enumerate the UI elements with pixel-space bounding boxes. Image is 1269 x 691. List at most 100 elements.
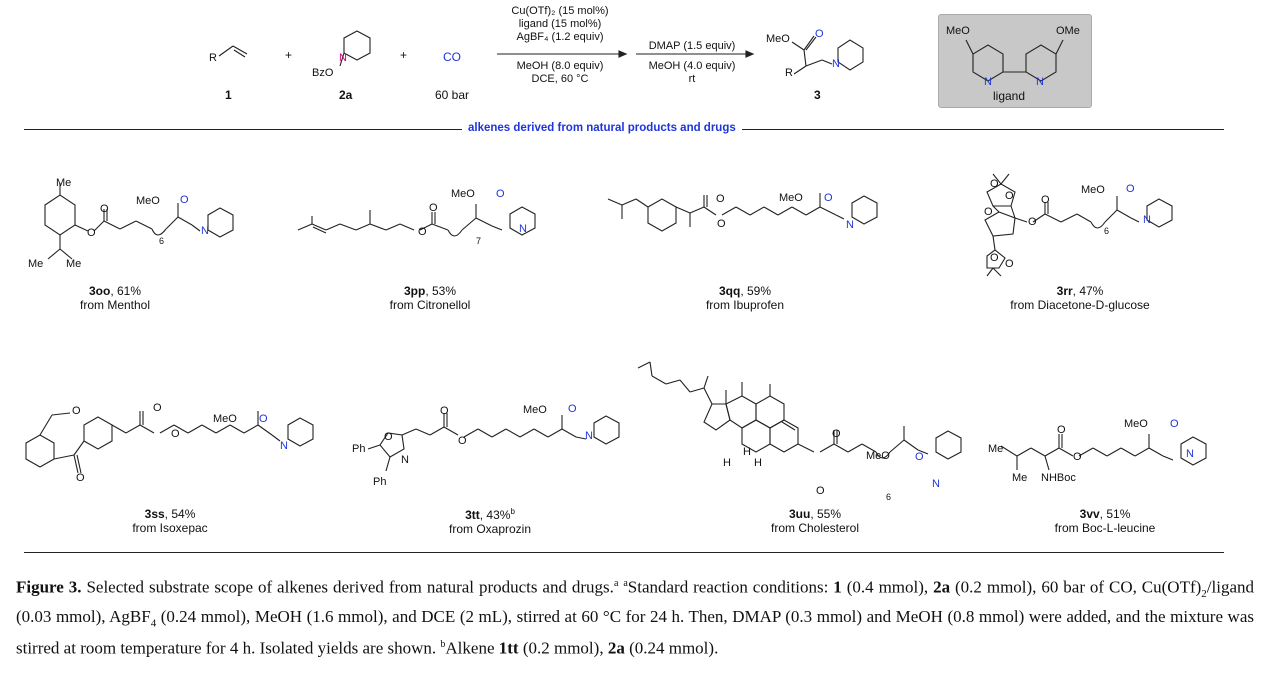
compound-3vv-structure [1000,434,1207,471]
compound-3pp-label: 3pp, 53%from Citronellol [389,284,471,312]
nitrogen-label: N [519,223,527,235]
compound-3pp-structure [297,204,536,237]
compound-3uu-label: 3uu, 55%from Cholesterol [770,507,860,535]
meo-label: MeO [523,404,547,416]
nitrogen-label: N [201,225,209,237]
carbonyl-oxygen: O [100,203,109,215]
ester-oxygen: O [87,227,96,239]
ester-oxygen: O [1073,451,1082,463]
carbonyl-oxygen: O [180,194,189,206]
compound-3rr-label: 3rr, 47%from Diacetone-D-glucose [1010,284,1150,312]
h-label: H [723,457,731,469]
reactant-2a-label: 2a [339,88,353,102]
product-r-group: R [785,67,793,79]
subscript-6: 6 [159,236,165,246]
compound-3rr-structure [984,173,1173,277]
ester-oxygen: O [1028,216,1037,228]
product-3-label: 3 [814,88,821,102]
product-3-structure [791,35,864,75]
meo-label: MeO [866,450,890,462]
oxygen-label: O [990,252,999,264]
nitrogen-label: N [1186,448,1194,460]
product-meo: MeO [766,33,790,45]
oxazole-oxygen: O [384,431,393,443]
meo-label: MeO [213,413,237,425]
me-label: Me [1012,472,1028,484]
carbonyl-oxygen: O [1041,194,1050,206]
alkene-r-group: R [209,52,217,64]
compound-3qq-label: 3qq, 59%from Ibuprofen [705,284,785,312]
oxazole-nitrogen: N [401,454,409,466]
h-label: H [743,446,751,458]
nitrogen-label: N [846,219,854,231]
step1-conditions-above: Cu(OTf)₂ (15 mol%) ligand (15 mol%) AgBF… [511,5,609,43]
oxygen-label: O [1005,190,1014,202]
nitrogen-label: N [1143,214,1151,226]
carbonyl-oxygen: O [1170,418,1179,430]
phenyl-label: Ph [373,476,387,488]
plus-sign: + [400,48,408,62]
compound-3oo-structure [44,183,234,260]
ligand-box [938,14,1092,108]
ligand-meo-left: MeO [946,25,970,37]
subscript-7: 7 [476,236,482,246]
carbonyl-oxygen: O [429,202,438,214]
co-label: CO [443,50,461,64]
compound-3ss-label: 3ss, 54%from Isoxepac [132,507,208,535]
ligand-label: ligand [993,89,1026,103]
reactant-1-label: 1 [225,88,232,102]
h-label: H [754,457,762,469]
ligand-bipyridine-structure [965,39,1064,82]
product-carbonyl-oxygen: O [815,28,824,40]
subscript-6: 6 [886,492,892,502]
compound-3tt-structure [367,413,620,472]
compound-3oo-label: 3oo, 61%from Menthol [79,284,151,312]
ester-oxygen: O [458,435,467,447]
oxygen-label: O [990,178,999,190]
compound-3qq-structure [607,193,878,232]
ligand-nitrogen-right: N [1036,76,1044,88]
phenyl-label: Ph [352,443,366,455]
step2-conditions-below: MeOH (4.0 equiv) rt [648,60,736,85]
carbonyl-oxygen: O [1057,424,1066,436]
reaction-arrow-2 [636,50,755,58]
ring-oxygen: O [984,206,993,218]
carbonyl-oxygen: O [1126,183,1135,195]
nitrogen-label: N [932,478,940,490]
section-title: alkenes derived from natural products an… [462,122,742,134]
subscript-6: 6 [1104,226,1110,236]
alkene-1-structure [218,45,248,58]
reagent-2a-obz: BzO [312,67,334,79]
step2-conditions-above: DMAP (1.5 equiv) [648,40,736,52]
ketone-oxygen: O [76,472,85,484]
ring-oxygen: O [72,405,81,417]
compound-3ss-structure [25,411,314,474]
compound-3uu-structure [637,361,962,460]
ester-oxygen: O [171,428,180,440]
figure-caption: Figure 3. Selected substrate scope of al… [16,577,1254,659]
carbonyl-oxygen: O [824,192,833,204]
me-label: Me [28,258,44,270]
reagent-2a-structure [339,30,371,67]
nitrogen-label: N [280,440,288,452]
bottom-divider [24,552,1224,553]
product-nitrogen: N [832,58,840,70]
step1-conditions-below: MeOH (8.0 equiv) DCE, 60 °C [516,60,604,85]
carbonyl-oxygen: O [496,188,505,200]
co-pressure: 60 bar [435,88,470,102]
meo-label: MeO [136,195,160,207]
ester-oxygen: O [418,226,427,238]
reagent-2a-nitrogen: N [339,52,347,64]
carbonyl-oxygen: O [832,428,841,440]
meo-label: MeO [1124,418,1148,430]
carbonyl-oxygen: O [440,405,449,417]
carbonyl-oxygen: O [915,451,924,463]
compound-3vv-label: 3vv, 51%from Boc-L-leucine [1054,507,1156,535]
carbonyl-oxygen: O [259,413,268,425]
meo-label: MeO [451,188,475,200]
carbonyl-oxygen: O [568,403,577,415]
nitrogen-label: N [585,430,593,442]
reaction-arrow-1 [497,50,628,58]
me-label: Me [988,443,1004,455]
